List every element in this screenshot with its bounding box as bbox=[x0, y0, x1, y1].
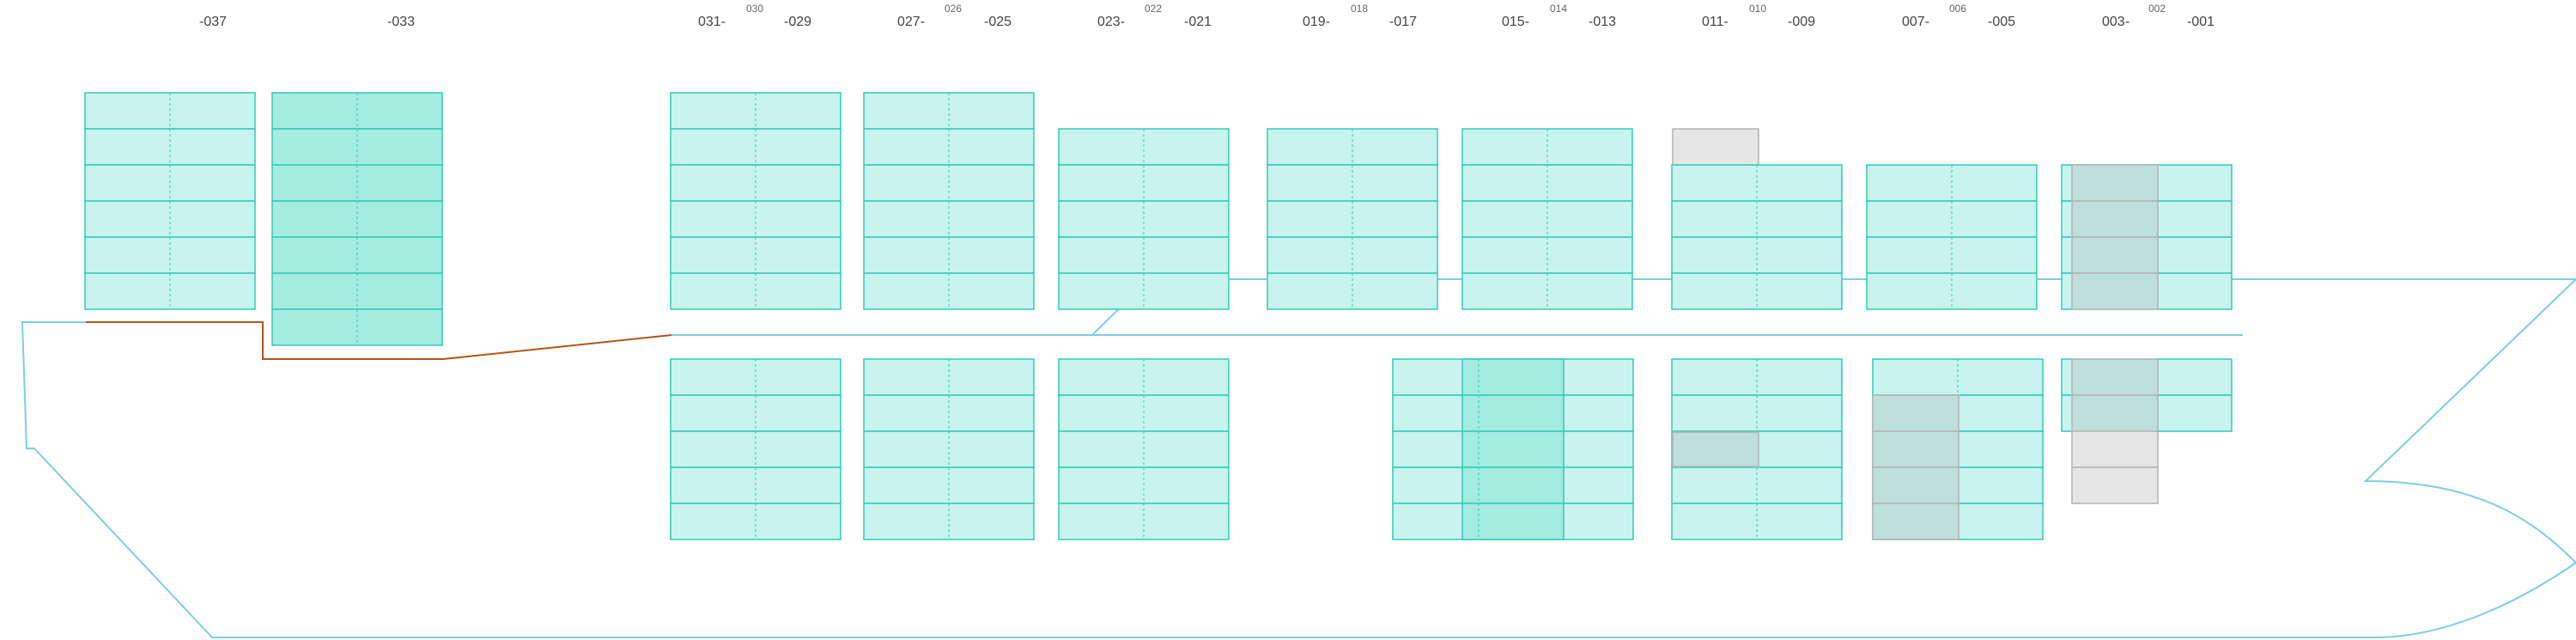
slot-b003-hold-reserved[interactable] bbox=[2071, 430, 2159, 468]
bay-label-026: 026 bbox=[945, 3, 962, 15]
bay-label-006: 006 bbox=[1949, 3, 1966, 15]
bay-label-007: 007- bbox=[1902, 15, 1929, 29]
bay-label-025: -025 bbox=[984, 15, 1012, 29]
slot-b011-reserved[interactable] bbox=[1672, 128, 1759, 166]
container-slots bbox=[84, 92, 2233, 540]
slot-b003-occupied[interactable] bbox=[2071, 272, 2159, 310]
bay-label-027: 027- bbox=[897, 15, 925, 29]
deck-line bbox=[86, 321, 672, 360]
slot-b015-hold-highlight[interactable] bbox=[1461, 503, 1564, 540]
bay-label-009: -009 bbox=[1788, 15, 1815, 29]
bay-label-018: 018 bbox=[1351, 3, 1368, 15]
bay-label-023: 023- bbox=[1097, 15, 1125, 29]
slot-b015-hold-highlight[interactable] bbox=[1461, 430, 1564, 468]
bay-label-005: -005 bbox=[1988, 15, 2015, 29]
slot-b003-hold-occupied[interactable] bbox=[2071, 394, 2159, 432]
slot-b015-hold-highlight[interactable] bbox=[1461, 358, 1564, 396]
bay-label-033: -033 bbox=[387, 15, 415, 29]
slot-b015-hold-highlight[interactable] bbox=[1461, 466, 1564, 504]
bay-label-013: -013 bbox=[1589, 15, 1616, 29]
bay-label-017: -017 bbox=[1389, 15, 1417, 29]
bay-label-014: 014 bbox=[1550, 3, 1567, 15]
slot-b003-hold-reserved[interactable] bbox=[2071, 466, 2159, 504]
slot-b011-hold-occupied[interactable] bbox=[1672, 431, 1759, 467]
bay-label-002: 002 bbox=[2148, 3, 2166, 15]
slot-b003-occupied[interactable] bbox=[2071, 164, 2159, 202]
bay-label-003: 003- bbox=[2102, 15, 2129, 29]
slot-b007-hold-occupied[interactable] bbox=[1872, 430, 1959, 468]
slot-b007-hold-occupied[interactable] bbox=[1872, 466, 1959, 504]
bay-label-021: -021 bbox=[1184, 15, 1212, 29]
bay-label-011: 011- bbox=[1702, 15, 1728, 29]
slot-b003-occupied[interactable] bbox=[2071, 236, 2159, 274]
bay-label-022: 022 bbox=[1145, 3, 1162, 15]
bay-label-015: 015- bbox=[1502, 15, 1529, 29]
slot-b007-hold-occupied[interactable] bbox=[1872, 394, 1959, 432]
slot-b007-hold-occupied[interactable] bbox=[1872, 503, 1959, 540]
bay-label-019: 019- bbox=[1303, 15, 1330, 29]
bay-label-010: 010 bbox=[1749, 3, 1766, 15]
slot-b003-occupied[interactable] bbox=[2071, 200, 2159, 238]
slot-b003-hold-occupied[interactable] bbox=[2071, 358, 2159, 396]
bay-label-037: -037 bbox=[199, 15, 227, 29]
bay-label-029: -029 bbox=[784, 15, 811, 29]
bay-label-001: -001 bbox=[2187, 15, 2215, 29]
bay-label-030: 030 bbox=[746, 3, 763, 15]
bay-label-031: 031- bbox=[698, 15, 726, 29]
slot-b015-hold-highlight[interactable] bbox=[1461, 394, 1564, 432]
